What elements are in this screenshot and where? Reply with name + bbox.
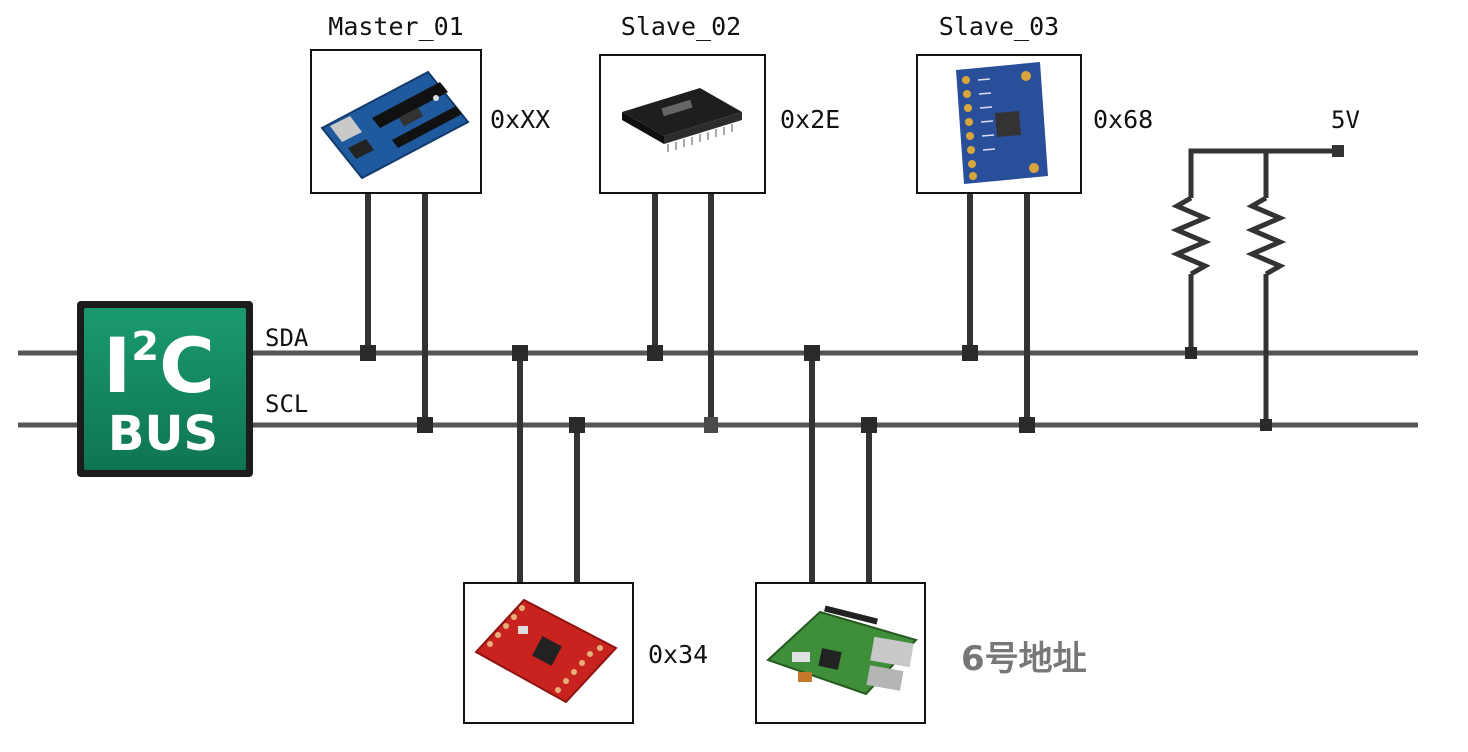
device-bottom-1: 0x34 <box>463 582 708 724</box>
top-device-wires <box>365 193 1030 425</box>
junction-dots <box>360 345 1272 433</box>
resistor-1 <box>1170 195 1212 277</box>
power-terminal <box>1332 145 1344 157</box>
sensor-module-icon <box>956 62 1048 184</box>
resistor-2 <box>1245 195 1287 277</box>
device-bottom-2: 6号地址 <box>755 582 1087 724</box>
pull-up-resistors <box>1170 148 1338 425</box>
address-bottom-2: 6号地址 <box>961 639 1087 679</box>
ic-chip-icon <box>622 88 742 152</box>
address-slave-03: 0x68 <box>1093 105 1153 134</box>
device-name-master-01: Master_01 <box>328 12 463 41</box>
logo-bus-text: BUS <box>108 406 218 462</box>
arduino-board-icon <box>320 70 470 180</box>
address-bottom-1: 0x34 <box>648 640 708 669</box>
raspberry-pi-icon <box>766 605 918 696</box>
svg-text:I2C: I2C <box>103 321 215 410</box>
device-slave-02: Slave_02 0x2E <box>599 12 840 194</box>
address-slave-02: 0x2E <box>780 105 840 134</box>
scl-label: SCL <box>265 390 308 418</box>
power-label: 5V <box>1331 106 1360 134</box>
i2c-bus-logo: I2C BUS <box>77 301 253 477</box>
device-slave-03: Slave_03 <box>916 12 1153 194</box>
breakout-board-icon <box>474 598 618 704</box>
device-master-01: Master_01 0xXX <box>310 12 550 194</box>
device-name-slave-02: Slave_02 <box>621 12 741 41</box>
sda-label: SDA <box>265 324 309 352</box>
device-name-slave-03: Slave_03 <box>939 12 1059 41</box>
bottom-device-wires <box>517 353 872 583</box>
address-master-01: 0xXX <box>490 105 550 134</box>
